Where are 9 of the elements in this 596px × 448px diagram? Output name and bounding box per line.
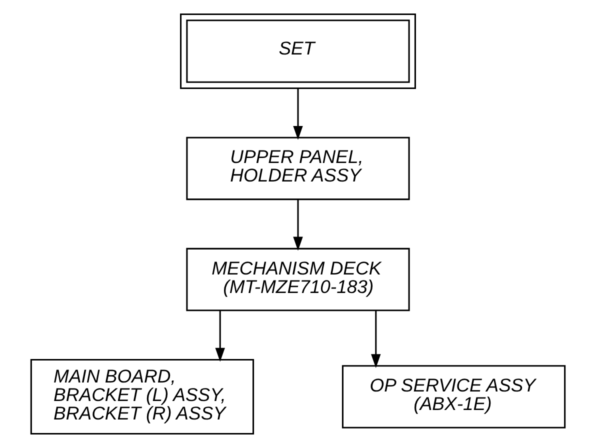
node-box: SET	[180, 13, 416, 90]
arrow	[215, 310, 225, 362]
node-box: MAIN BOARD, BRACKET (L) ASSY, BRACKET (R) ASSY	[30, 358, 254, 435]
node-box: UPPER PANEL, HOLDER ASSY	[186, 136, 410, 200]
node-box: MECHANISM DECK (MT-MZE710-183)	[186, 248, 410, 312]
node-box: OP SERVICE ASSY (ABX-1E)	[342, 365, 566, 428]
arrow	[293, 88, 303, 140]
arrow	[293, 199, 303, 251]
arrow	[371, 310, 381, 368]
